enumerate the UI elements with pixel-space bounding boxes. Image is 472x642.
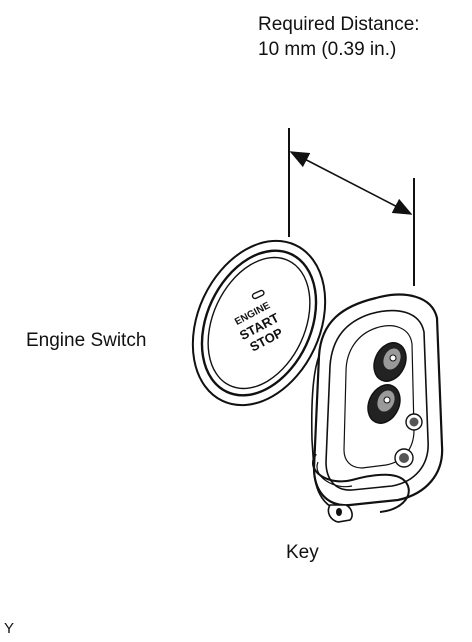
distance-arrow bbox=[289, 151, 413, 215]
required-distance-label: Required Distance: 10 mm (0.39 in.) bbox=[258, 12, 420, 62]
required-distance-value: 10 mm (0.39 in.) bbox=[258, 39, 397, 60]
engine-switch-label: Engine Switch bbox=[26, 330, 147, 351]
key-label: Key bbox=[286, 542, 319, 563]
engine-switch-illustration: ENGINE START STOP bbox=[191, 239, 327, 407]
required-distance-title: Required Distance: bbox=[258, 14, 420, 35]
key-fob-illustration bbox=[310, 293, 444, 523]
figure-code: Y bbox=[4, 620, 15, 637]
